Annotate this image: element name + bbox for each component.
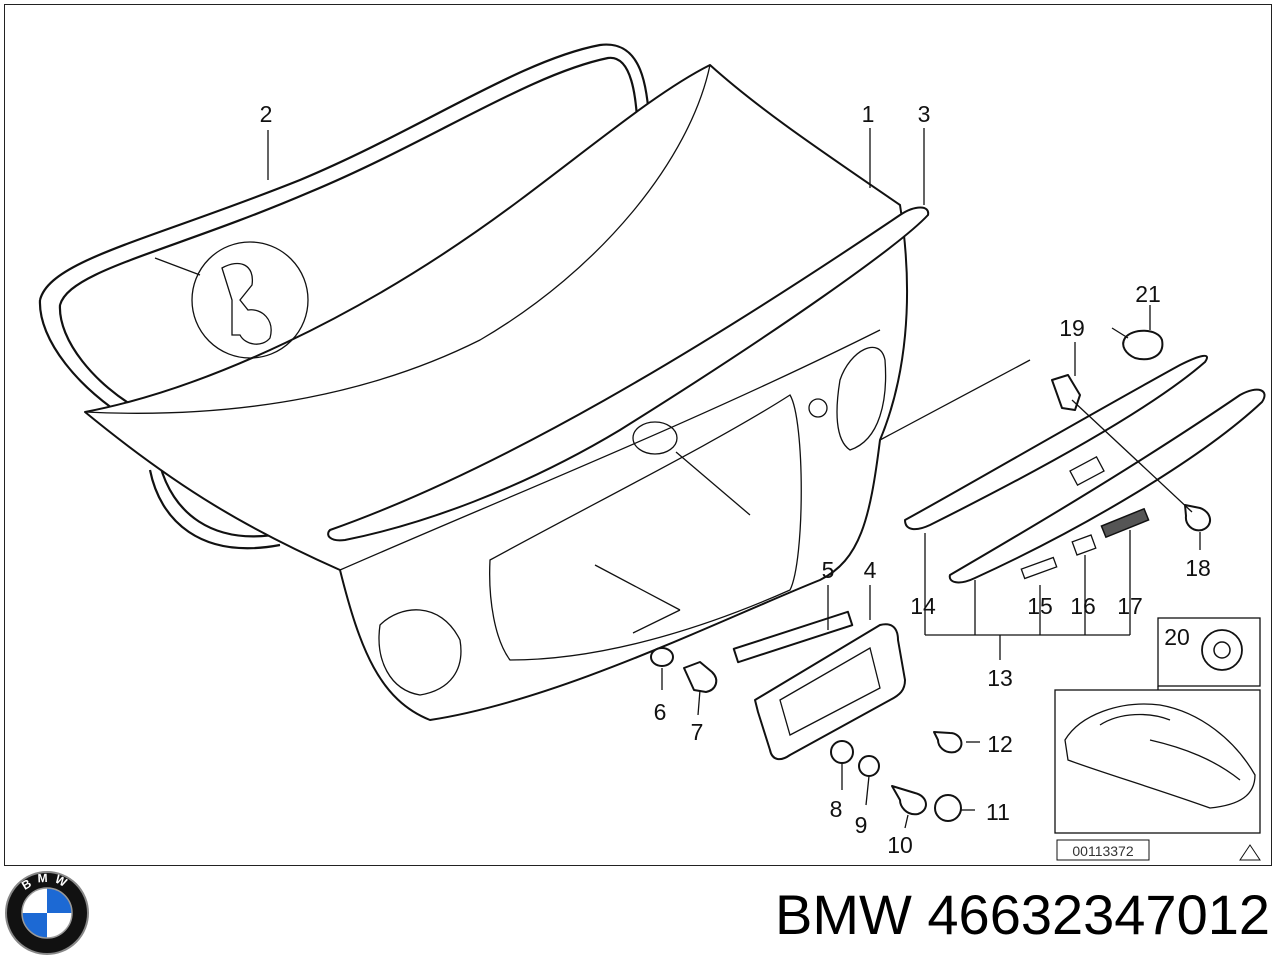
callout-10: 10	[887, 832, 913, 858]
callout-21: 21	[1135, 281, 1161, 307]
plate-holder-4	[754, 623, 906, 761]
rivet-7	[683, 661, 718, 693]
washer-6	[650, 647, 674, 667]
insert-17	[1100, 507, 1150, 539]
switch-housing	[1069, 456, 1105, 486]
trunk-lid	[84, 64, 909, 721]
callout-4: 4	[864, 557, 877, 583]
callout-13: 13	[987, 665, 1013, 691]
callout-7: 7	[691, 719, 704, 745]
callout-20: 20	[1164, 624, 1190, 650]
clip-19	[1051, 374, 1081, 411]
plate-seal-5	[732, 610, 854, 664]
callout-18: 18	[1185, 555, 1211, 581]
part-number: 46632347012	[927, 883, 1270, 946]
parts-diagram: 00113372 1 2 3 4 5 6 7 8 9 10 11 12 13 1…	[38, 43, 1266, 861]
right-lamp-recess	[836, 346, 887, 451]
drawing-code-box	[1056, 839, 1150, 861]
callout-16: 16	[1070, 593, 1096, 619]
nut-11	[934, 794, 962, 822]
clip-21	[1122, 329, 1164, 361]
lock-hole	[808, 398, 828, 418]
callout-19: 19	[1059, 315, 1085, 341]
callout-8: 8	[830, 796, 843, 822]
emblem-recess	[632, 421, 678, 455]
callout-6: 6	[654, 699, 667, 725]
bmw-logo: BMW	[5, 871, 89, 955]
callout-15: 15	[1027, 593, 1053, 619]
logo-blue-quadrant-top	[47, 888, 72, 913]
insert-15	[1020, 556, 1058, 580]
drawing-code: 00113372	[1072, 843, 1133, 859]
seal-detail-leader	[154, 257, 201, 276]
trunk-lid-edge	[84, 64, 711, 414]
callout-1: 1	[862, 101, 875, 127]
callout-11: 11	[986, 799, 1010, 825]
washer-8	[830, 740, 854, 764]
trunk-lid-crease	[339, 329, 881, 571]
callout-12: 12	[987, 731, 1013, 757]
plate-holder-window	[779, 647, 881, 736]
car-overview-box	[1054, 689, 1261, 834]
plate-recess	[489, 394, 802, 661]
warning-triangle-icon	[1239, 844, 1261, 861]
callout-9: 9	[855, 812, 868, 838]
seal-profile	[221, 262, 272, 345]
screw-12	[933, 731, 963, 754]
trunk-seal-lower	[148, 464, 286, 550]
handle-strip-lower	[948, 388, 1266, 584]
brand-part-number: BMW 46632347012	[668, 880, 1270, 950]
logo-blue-quadrant-bottom	[22, 913, 47, 938]
diagram-frame	[4, 4, 1272, 866]
callout-14: 14	[910, 593, 936, 619]
rear-spoiler	[327, 206, 930, 542]
car-overview-sketch	[1064, 703, 1256, 809]
callout-17: 17	[1117, 593, 1143, 619]
seal-detail-magnifier	[191, 241, 309, 359]
callout-5: 5	[822, 557, 835, 583]
trunk-seal	[38, 43, 652, 421]
brand-name: BMW	[774, 883, 912, 946]
screw-10	[891, 785, 927, 816]
handle-strip-upper	[904, 354, 1208, 531]
callout-3: 3	[918, 101, 931, 127]
left-lamp-recess	[378, 609, 462, 696]
callout-2: 2	[260, 101, 273, 127]
washer-9	[858, 755, 880, 777]
clip-16	[1071, 534, 1097, 556]
